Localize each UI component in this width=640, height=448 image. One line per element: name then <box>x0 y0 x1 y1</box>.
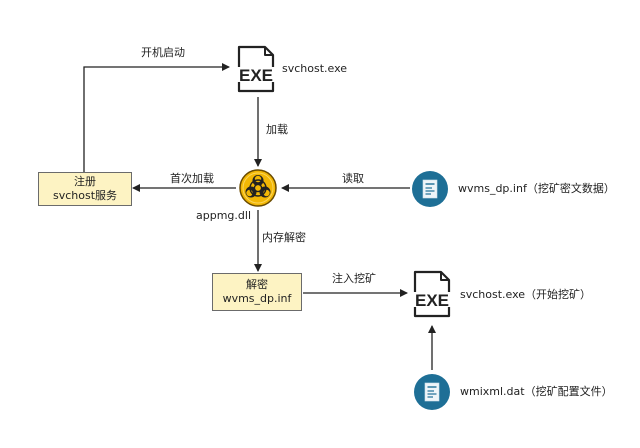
data-file-icon <box>412 171 448 207</box>
data-file-icon <box>414 374 450 410</box>
edge-boot-start <box>83 63 230 172</box>
decrypt-line2: wvms_dp.inf <box>222 292 292 305</box>
edge-label-load: 加载 <box>266 123 288 136</box>
register-service-line1: 注册 <box>74 175 96 188</box>
svg-text:EXE: EXE <box>239 66 273 85</box>
edge-label-read: 读取 <box>342 172 364 185</box>
svchost-mining-label: svchost.exe（开始挖矿） <box>460 288 592 301</box>
svg-text:EXE: EXE <box>415 291 449 310</box>
edge-label-boot-start: 开机启动 <box>141 46 185 59</box>
exe-file-icon: EXE <box>237 45 275 93</box>
decrypt-box: 解密 wvms_dp.inf <box>212 273 302 311</box>
svchost-top-label: svchost.exe <box>282 62 348 75</box>
wvms-inf-label: wvms_dp.inf（挖矿密文数据） <box>458 182 615 195</box>
register-service-line2: svchost服务 <box>52 189 118 202</box>
edge-label-inject-mining: 注入挖矿 <box>332 272 376 285</box>
edge-label-first-load: 首次加载 <box>170 172 214 185</box>
decrypt-line1: 解密 <box>246 278 268 291</box>
register-service-box: 注册 svchost服务 <box>38 172 132 206</box>
edge-label-mem-decrypt: 内存解密 <box>262 231 306 244</box>
biohazard-icon <box>239 169 277 207</box>
wmixml-label: wmixml.dat（挖矿配置文件） <box>460 385 613 398</box>
appmg-label: appmg.dll <box>196 209 251 222</box>
exe-file-icon: EXE <box>413 270 451 318</box>
